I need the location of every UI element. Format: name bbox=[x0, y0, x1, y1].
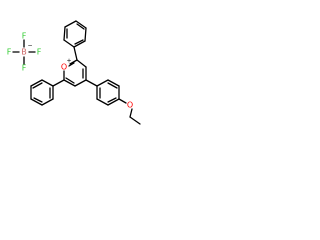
ring-bond-c5-c6 bbox=[63, 79, 76, 87]
top-phenyl-bond-6 bbox=[73, 40, 86, 48]
bond-oxygen-ch2 bbox=[129, 108, 133, 118]
left-phenyl-bond-4 bbox=[30, 98, 43, 106]
left-phenyl-ring bbox=[30, 79, 65, 106]
left-phenyl-bond-2 bbox=[30, 79, 43, 87]
bond-c2-top-phenyl bbox=[73, 46, 78, 61]
pyrylium-ring: O + bbox=[61, 58, 87, 87]
left-phenyl-double-1 bbox=[32, 82, 43, 89]
boron-label: B bbox=[21, 48, 27, 57]
ring-oxygen-positive-charge: + bbox=[66, 58, 71, 65]
aryl-bond-5 bbox=[96, 98, 109, 106]
ring-bond-c2-c3 bbox=[76, 59, 87, 68]
bond-c4-aryl bbox=[85, 79, 98, 87]
left-phenyl-double-2 bbox=[33, 97, 43, 103]
left-phenyl-bond-5 bbox=[41, 98, 54, 106]
top-phenyl-ring bbox=[63, 20, 87, 61]
bond-c6-left-phenyl bbox=[52, 79, 65, 87]
ring-bond-c4-c5 bbox=[74, 79, 87, 87]
fluorine-right-label: F bbox=[37, 48, 42, 57]
top-phenyl-bond-1 bbox=[63, 39, 75, 48]
ether-oxygen-label: O bbox=[127, 101, 133, 110]
aryl-bond-2 bbox=[107, 79, 120, 87]
aryl-bond-4 bbox=[107, 98, 120, 106]
top-phenyl-bond-4 bbox=[75, 20, 87, 29]
ethoxyphenyl-ring: O bbox=[85, 79, 141, 125]
top-phenyl-bond-3 bbox=[64, 20, 77, 28]
aryl-bond-1 bbox=[96, 79, 109, 87]
ring-oxygen-label: O bbox=[61, 63, 67, 72]
top-phenyl-bond-2 bbox=[63, 26, 66, 41]
ring-double-bond-c5-c6-inner bbox=[65, 77, 75, 84]
bond-ch2-ch3 bbox=[129, 116, 141, 125]
boron-negative-charge: − bbox=[27, 43, 32, 50]
fluorine-bottom-label: F bbox=[22, 64, 27, 73]
ring-bond-o-c2 bbox=[69, 59, 78, 65]
aryl-double-2 bbox=[107, 97, 117, 103]
tetrafluoroborate-anion: F F F F B − bbox=[7, 32, 42, 73]
fluorine-top-label: F bbox=[22, 32, 27, 41]
aryl-double-1 bbox=[107, 82, 118, 89]
ring-double-bond-c2-o-inner bbox=[68, 62, 75, 67]
top-phenyl-bond-5 bbox=[84, 27, 87, 42]
bond-aryl-oxygen bbox=[118, 98, 127, 104]
fluorine-left-label: F bbox=[7, 48, 12, 57]
top-phenyl-double-2 bbox=[76, 23, 85, 30]
top-phenyl-double-3 bbox=[74, 39, 84, 45]
left-phenyl-bond-1 bbox=[41, 79, 54, 87]
molecule-drawing: F F F F B − O + bbox=[7, 20, 141, 125]
